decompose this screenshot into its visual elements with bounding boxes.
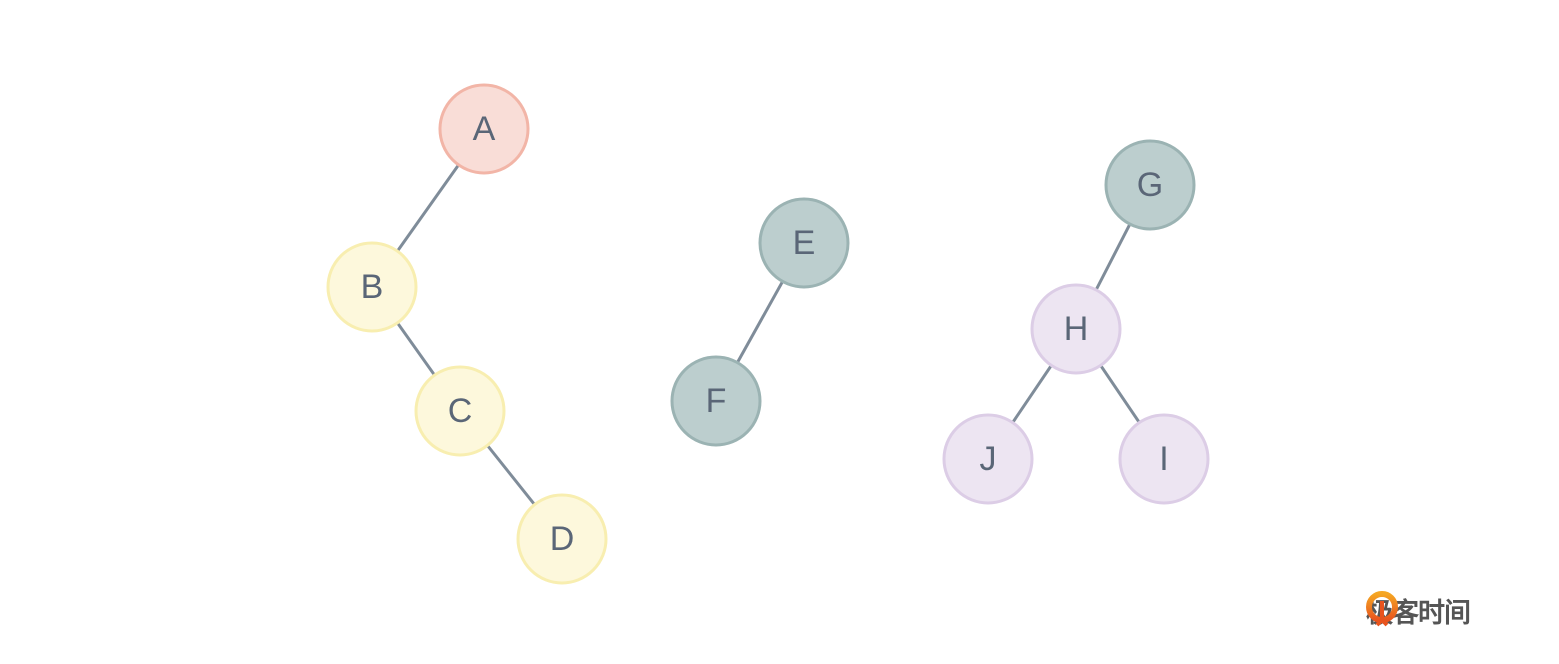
node-label: A	[473, 110, 496, 148]
node-d: D	[516, 493, 608, 585]
node-label: J	[980, 440, 997, 478]
node-label: D	[550, 520, 575, 558]
node-circle	[326, 241, 418, 333]
node-a: A	[438, 83, 530, 175]
node-circle	[1118, 413, 1210, 505]
node-circle	[1030, 283, 1122, 375]
node-c: C	[414, 365, 506, 457]
node-label: I	[1159, 440, 1168, 478]
node-label: E	[793, 224, 816, 262]
node-label: H	[1064, 310, 1089, 348]
node-circle	[414, 365, 506, 457]
geektime-logo-icon	[1366, 591, 1398, 627]
node-circle	[1104, 139, 1196, 231]
node-label: F	[706, 382, 727, 420]
node-circle	[438, 83, 530, 175]
node-j: J	[942, 413, 1034, 505]
node-circle	[942, 413, 1034, 505]
node-circle	[670, 355, 762, 447]
node-circle	[758, 197, 850, 289]
node-g: G	[1104, 139, 1196, 231]
node-f: F	[670, 355, 762, 447]
node-e: E	[758, 197, 850, 289]
geektime-logo: 极客时间	[1366, 591, 1471, 630]
node-circle	[516, 493, 608, 585]
node-i: I	[1118, 413, 1210, 505]
nodes: A B C D E F G H J I	[326, 83, 1210, 585]
node-label: G	[1137, 166, 1163, 204]
node-b: B	[326, 241, 418, 333]
node-h: H	[1030, 283, 1122, 375]
node-label: B	[361, 268, 384, 306]
node-label: C	[448, 392, 473, 430]
